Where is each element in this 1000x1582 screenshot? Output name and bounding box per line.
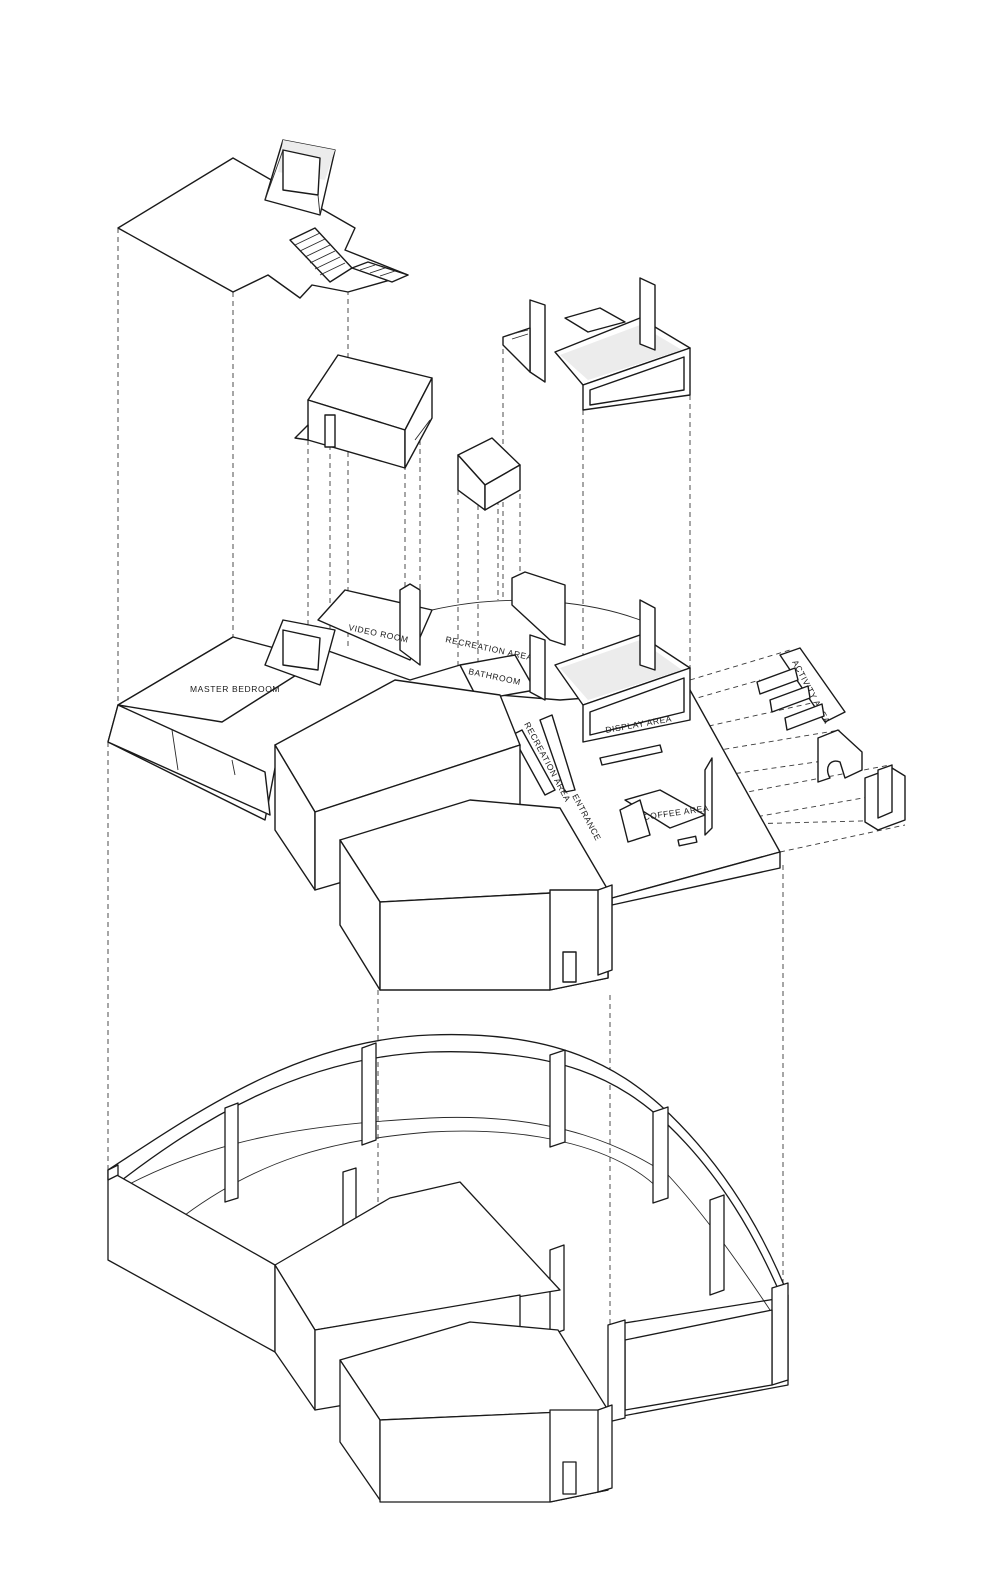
master-bedroom-zone: MASTER BEDROOM	[117, 619, 336, 723]
bathroom-zone: BATHROOM	[459, 654, 536, 701]
display-area-zone: DISPLAY AREA	[529, 599, 691, 766]
roof-plate	[117, 139, 409, 299]
arch-piece	[817, 729, 863, 783]
recreation-area-top-zone: RECREATION AREA	[445, 571, 566, 662]
label-recreation-area-top: RECREATION AREA	[445, 634, 534, 662]
entrance-volume-middle	[339, 799, 613, 991]
video-room-box-floating	[294, 354, 433, 469]
small-wall-piece	[864, 764, 906, 831]
ground-shell	[107, 1033, 789, 1503]
label-master-bedroom: MASTER BEDROOM	[190, 684, 280, 694]
small-cube-floating	[457, 437, 521, 511]
roof-stairs	[289, 227, 409, 283]
video-room-zone: VIDEO ROOM	[317, 583, 433, 666]
coffee-area-zone: COFFEE AREA	[619, 757, 713, 847]
display-area-box-floating	[502, 277, 691, 411]
activity-area-piece: ACTIVITY AREA	[756, 647, 846, 731]
